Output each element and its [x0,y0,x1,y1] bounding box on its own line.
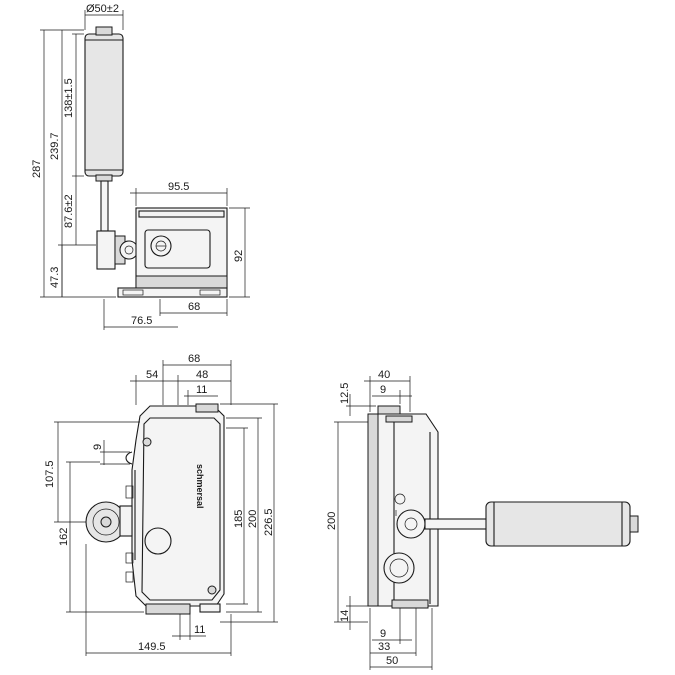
dim-front-right-200: 200 [247,510,259,528]
dim-front-left-162: 162 [58,528,70,546]
dim-base-width: 68 [188,301,200,313]
dim-right-bottom-50: 50 [386,655,398,667]
dim-right-left-14: 14 [339,610,351,622]
front-screw-bottom [207,585,217,595]
dim-roller-diameter: Ø50±2 [86,3,119,15]
right-roller [485,501,631,547]
dim-right-top-40: 40 [378,369,390,381]
side-view: Ø50±2 287 239.7 138±1.5 87.6±2 47.3 95.5… [31,3,250,330]
side-rod [100,180,109,232]
dim-housing-height: 92 [233,250,245,262]
dim-arm-length: 87.6±2 [63,194,75,228]
dim-roller-length: 138±1.5 [63,78,75,118]
front-screw-top [142,437,152,447]
front-housing [131,405,225,607]
dim-right-bottom-33: 33 [378,641,390,653]
brand-label: schmersal [195,464,205,509]
right-view: 40 9 12.5 200 14 9 33 50 [326,369,639,670]
dim-front-bottom-149-5: 149.5 [138,641,166,653]
right-cable-gland [383,552,415,584]
dim-right-top-12-5: 12.5 [339,383,351,404]
dim-front-top-54: 54 [146,369,158,381]
dim-shaft-offset: 76.5 [131,315,152,327]
dim-right-bottom-9: 9 [380,628,386,640]
dim-upper-height: 239.7 [49,132,61,160]
dim-lower-height: 47.3 [49,267,61,288]
dim-front-left-107-5: 107.5 [44,460,56,488]
dim-front-top-68: 68 [188,353,200,365]
dim-right-top-9: 9 [380,384,386,396]
right-arm [424,518,488,530]
front-actuator-hole [144,527,172,555]
dim-front-top-11: 11 [196,384,207,396]
dim-front-right-226-5: 226.5 [263,508,275,536]
front-view: schmersal 68 54 48 11 9 [44,353,278,656]
side-base [117,287,228,298]
side-roller [84,33,124,177]
dim-right-left-200: 200 [326,512,338,530]
right-shaft-hub [396,509,426,539]
dim-housing-width: 95.5 [168,181,189,193]
dim-front-right-185: 185 [233,510,245,528]
dim-front-left-9: 9 [92,444,104,450]
dim-total-height: 287 [31,160,43,178]
dim-front-top-48: 48 [196,369,208,381]
dim-front-bottom-11: 11 [194,624,205,636]
